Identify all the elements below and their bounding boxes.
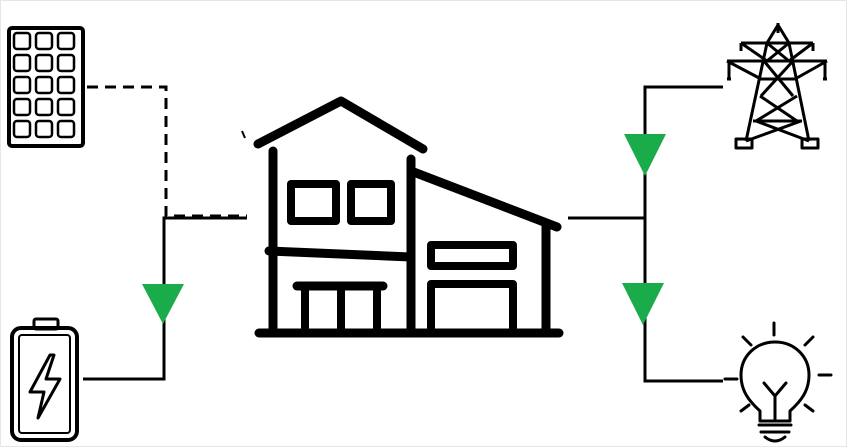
load-flow-arrow xyxy=(622,283,664,325)
house-stray-mark xyxy=(241,130,246,139)
solar-to-house-line xyxy=(87,85,247,218)
house-to-load-line xyxy=(643,218,723,383)
battery-connection xyxy=(83,216,247,381)
light-bulb-icon xyxy=(723,321,833,443)
load-connection xyxy=(622,218,723,383)
grid-connection xyxy=(568,85,723,220)
transmission-tower-icon xyxy=(726,23,828,150)
grid-flow-arrow xyxy=(624,134,666,176)
solar-panel-icon xyxy=(7,26,85,148)
solar-connection xyxy=(87,85,247,218)
battery-icon xyxy=(10,317,79,442)
house-icon xyxy=(253,96,564,338)
battery-flow-arrow xyxy=(142,284,184,324)
